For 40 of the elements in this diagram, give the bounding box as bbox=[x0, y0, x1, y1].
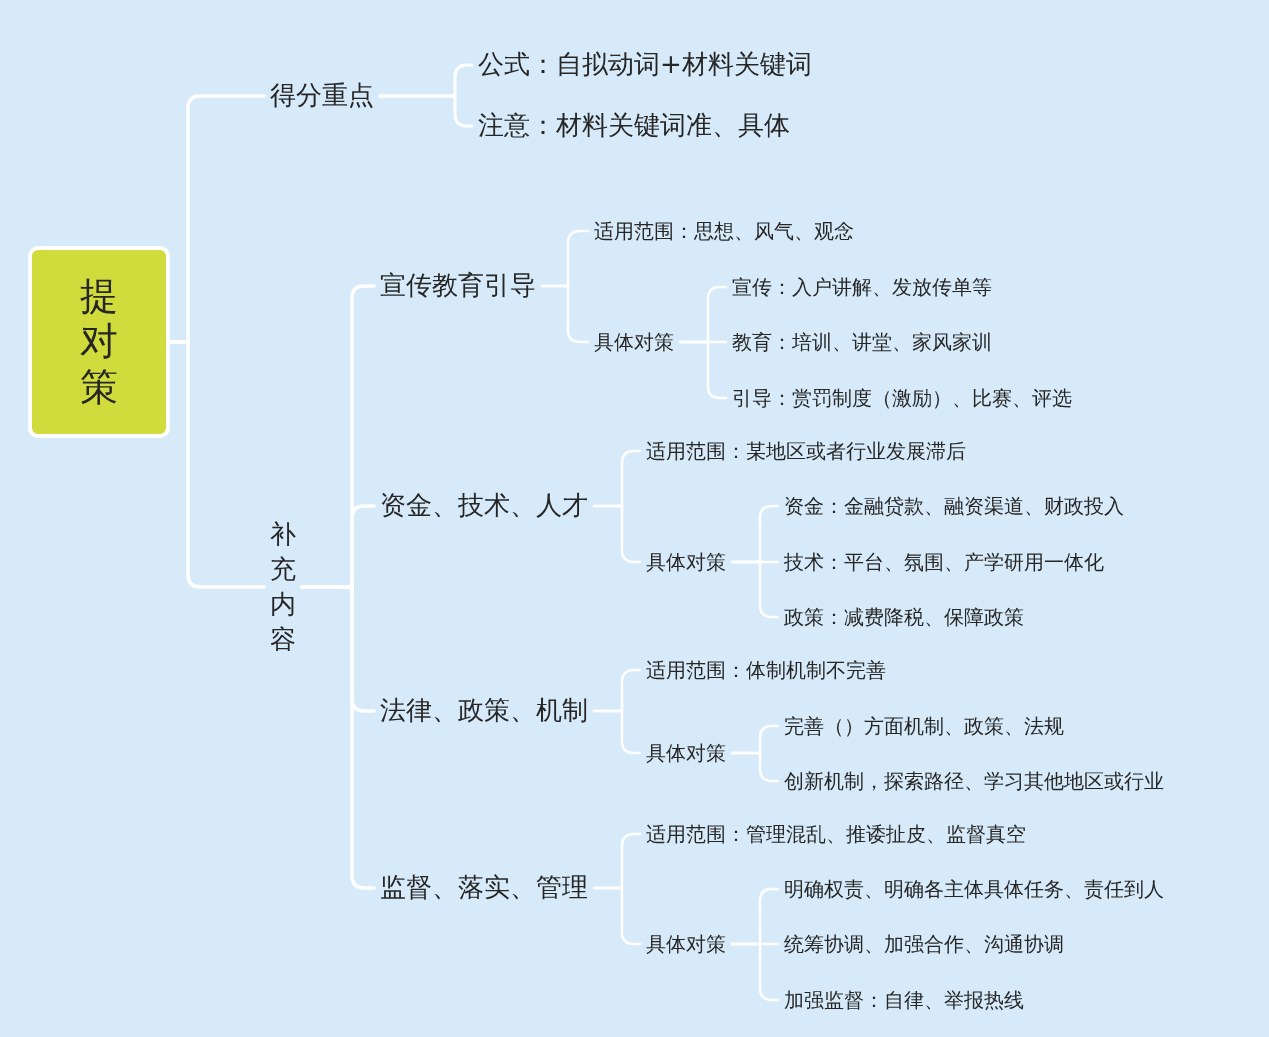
connector-line bbox=[168, 340, 266, 589]
topic-text: 得分重点 bbox=[264, 78, 380, 114]
detail-text: 技术：平台、氛围、产学研用一体化 bbox=[778, 548, 1110, 576]
detail-text: 统筹协调、加强合作、沟通协调 bbox=[778, 930, 1070, 958]
branch-text: 资金、技术、人才 bbox=[374, 488, 594, 524]
topic-text: 公式：自拟动词+材料关键词 bbox=[472, 47, 818, 83]
detail-text: 具体对策 bbox=[640, 739, 732, 767]
detail-text: 资金：金融贷款、融资渠道、财政投入 bbox=[778, 492, 1130, 520]
detail-text: 引导：赏罚制度（激励）、比赛、评选 bbox=[726, 384, 1078, 412]
connector-line bbox=[730, 751, 780, 783]
detail-text: 适用范围：某地区或者行业发展滞后 bbox=[640, 437, 972, 465]
connector-line bbox=[730, 942, 780, 1002]
connector-line bbox=[540, 284, 590, 344]
connector-line bbox=[592, 709, 642, 755]
connector-line bbox=[378, 94, 474, 128]
topic-text: 注意：材料关键词准、具体 bbox=[472, 108, 796, 144]
connector-line bbox=[592, 886, 642, 946]
detail-text: 具体对策 bbox=[640, 930, 732, 958]
branch-text: 宣传教育引导 bbox=[374, 268, 542, 304]
detail-text: 具体对策 bbox=[588, 328, 680, 356]
detail-text: 明确权责、明确各主体具体任务、责任到人 bbox=[778, 875, 1170, 903]
branch-text: 监督、落实、管理 bbox=[374, 870, 594, 906]
topic-text: 补充内容 bbox=[264, 514, 302, 660]
detail-text: 完善（）方面机制、政策、法规 bbox=[778, 712, 1070, 740]
detail-text: 创新机制，探索路径、学习其他地区或行业 bbox=[778, 767, 1170, 795]
connector-line bbox=[592, 504, 642, 564]
detail-text: 加强监督：自律、举报热线 bbox=[778, 986, 1030, 1014]
detail-text: 宣传：入户讲解、发放传单等 bbox=[726, 273, 998, 301]
detail-text: 政策：减费降税、保障政策 bbox=[778, 603, 1030, 631]
detail-text: 适用范围：思想、风气、观念 bbox=[588, 217, 860, 245]
connector-line bbox=[730, 560, 780, 619]
branch-text: 法律、政策、机制 bbox=[374, 693, 594, 729]
detail-text: 适用范围：体制机制不完善 bbox=[640, 656, 892, 684]
detail-text: 具体对策 bbox=[640, 548, 732, 576]
connector-line bbox=[300, 585, 376, 890]
detail-text: 教育：培训、讲堂、家风家训 bbox=[726, 328, 998, 356]
root-topic-box bbox=[28, 246, 170, 438]
connector-line bbox=[678, 340, 728, 400]
detail-text: 适用范围：管理混乱、推诿扯皮、监督真空 bbox=[640, 820, 1032, 848]
root-topic-text: 提对策 bbox=[80, 273, 118, 411]
